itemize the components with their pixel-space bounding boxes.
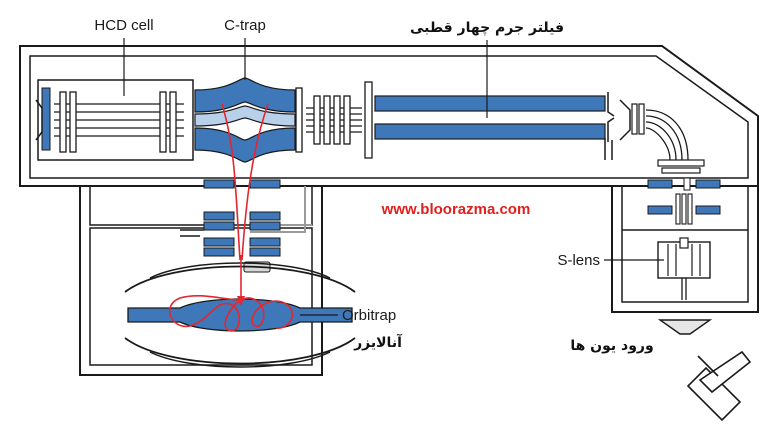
housing-inner-wall (29, 55, 749, 179)
label-quad-filter: فیلتر جرم چهار قطبی (410, 20, 564, 36)
ion-guide-gate (619, 99, 631, 141)
bent-ion-guide (619, 99, 705, 174)
leader-lines (123, 38, 664, 316)
transfer-multipole (306, 81, 373, 159)
c-trap-lower-electrode (194, 127, 296, 163)
label-orbitrap: Orbitrap (342, 307, 396, 324)
quad-rod-lower (374, 123, 606, 140)
orbitrap-outer-lower-2 (149, 351, 331, 368)
orbitrap-outer-upper-2 (149, 262, 331, 279)
label-c-trap: C-trap (224, 17, 266, 34)
housing-outer-wall (19, 45, 759, 187)
s-lens-capillary (681, 278, 687, 300)
orbitrap-outer-lower (124, 337, 356, 365)
hcd-end-plate-left (41, 87, 51, 151)
orbitrap-outer-upper (124, 265, 356, 293)
filter-entrance-lens (364, 81, 373, 159)
orbitrap-central-electrode (127, 298, 353, 332)
quadrupole-mass-filter (374, 92, 615, 160)
label-ion-entry: ورود یون ها (570, 338, 653, 354)
label-analyzer: آنالایزر (353, 333, 403, 351)
quad-rod-upper (374, 95, 606, 112)
lower-chamber-inner (89, 186, 313, 226)
deflector-bracket (180, 229, 204, 237)
source-optics (647, 177, 721, 225)
hcd-lens-left (35, 99, 43, 141)
esi-source (686, 350, 752, 422)
ion-guide-plate-2 (661, 167, 701, 174)
s-lens-assembly (657, 237, 711, 300)
label-hcd-cell: HCD cell (94, 17, 153, 34)
hcd-rings (59, 91, 177, 153)
label-s-lens: S-lens (557, 252, 600, 269)
inlet-cone (657, 319, 713, 335)
quad-exit-lens-2 (604, 138, 613, 160)
lower-chamber-outer (79, 186, 323, 376)
orbitrap-analyzer (124, 262, 356, 368)
quad-exit-lens (607, 92, 615, 142)
ion-inlet (657, 311, 752, 422)
c-trap (194, 77, 303, 163)
ion-guide-plate (657, 159, 705, 167)
website-watermark: www.bloorazma.com (381, 201, 531, 218)
c-trap-inner-electrode (194, 105, 296, 127)
c-trap-end-plate-right (295, 87, 303, 153)
c-trap-upper-electrode (194, 77, 296, 113)
hcd-cell-frame (37, 79, 194, 161)
source-chamber-inner (621, 186, 749, 303)
ion-arrow-head (237, 296, 245, 306)
hcd-cell (35, 79, 194, 161)
ion-trajectory (168, 103, 294, 332)
